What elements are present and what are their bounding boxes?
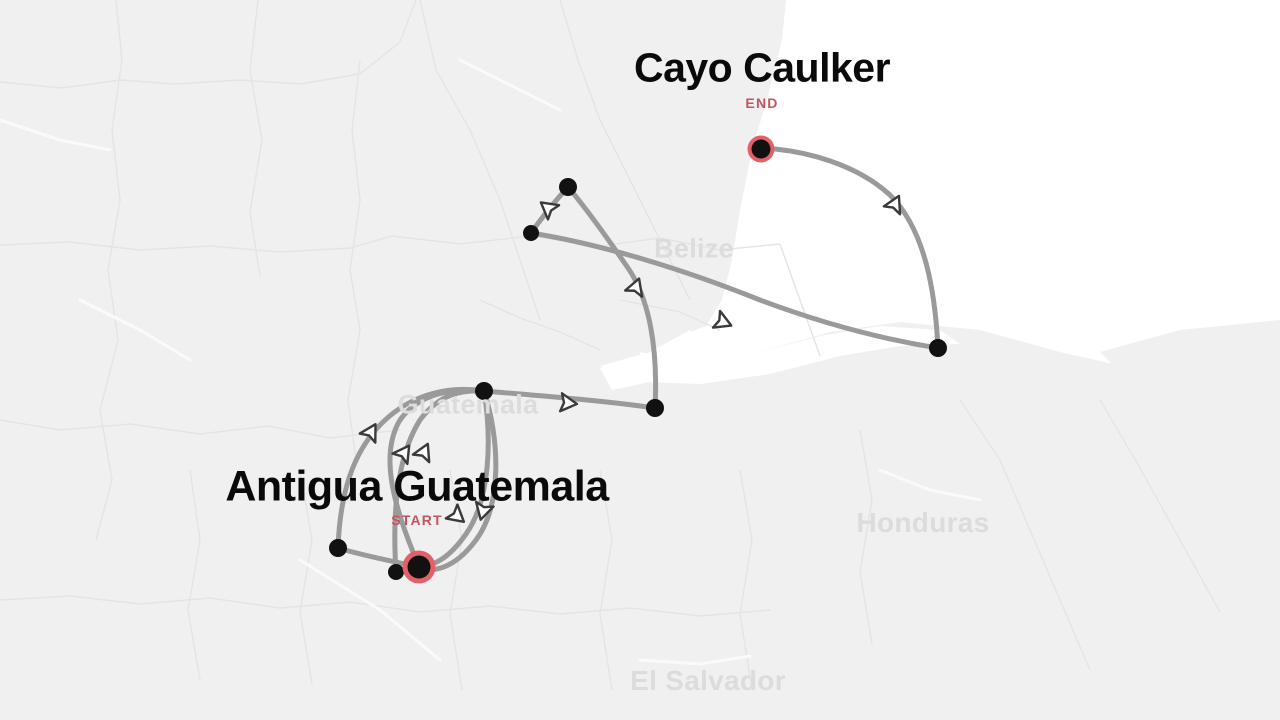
waypoint-roatan[interactable] [929, 339, 947, 357]
route-west-to-belize-coast[interactable] [528, 230, 941, 351]
route-riodulce-to-flores[interactable] [565, 184, 659, 411]
arrow-return-south-b [474, 500, 495, 521]
waypoint-west-peten[interactable] [523, 225, 539, 241]
waypoint-highlands[interactable] [475, 382, 493, 400]
place-title-cayo-caulker: Cayo Caulker [633, 44, 891, 91]
arrow-peten-south [623, 277, 644, 298]
map-land-caribbean-shelf [1100, 320, 1280, 390]
place-role-antigua-guatemala: START [391, 512, 443, 528]
arrow-flores-west [539, 201, 561, 221]
arrow-loop-north-b [411, 442, 431, 464]
endpoint-marker-cayo-caulker[interactable] [747, 135, 775, 163]
map-admin-boundaries [0, 0, 1221, 691]
waypoint-lake-atitlan[interactable] [329, 539, 347, 557]
arrow-loop-north-a [391, 444, 411, 466]
map-water-inlet-a [600, 362, 650, 390]
place-title-antigua-guatemala: Antigua Guatemala [225, 462, 609, 511]
route-waypoints-layer[interactable] [329, 178, 947, 580]
place-role-cayo-caulker: END [745, 95, 779, 111]
route-endpoint-markers-layer[interactable] [402, 135, 775, 584]
route-direction-arrows-layer [358, 194, 902, 523]
route-highlands-outbound[interactable] [335, 386, 487, 551]
map-hydrology [0, 58, 982, 666]
arrow-highlands-north [358, 423, 377, 444]
waypoint-flores[interactable] [559, 178, 577, 196]
arrow-riodulce-east [558, 392, 579, 413]
arrow-caulker-approach [882, 194, 902, 216]
waypoint-guatemala-city[interactable] [388, 564, 404, 580]
route-coast-to-caulker[interactable] [772, 146, 941, 351]
route-antigua-north-link[interactable] [392, 388, 487, 575]
arrow-return-south-a [444, 503, 466, 523]
waypoint-rio-dulce[interactable] [646, 399, 664, 417]
route-loop-return-a[interactable] [416, 388, 491, 570]
map-water-gulf-honduras [640, 326, 960, 384]
arrow-belize-coast [711, 309, 733, 329]
endpoint-marker-antigua-guatemala[interactable] [402, 550, 436, 584]
